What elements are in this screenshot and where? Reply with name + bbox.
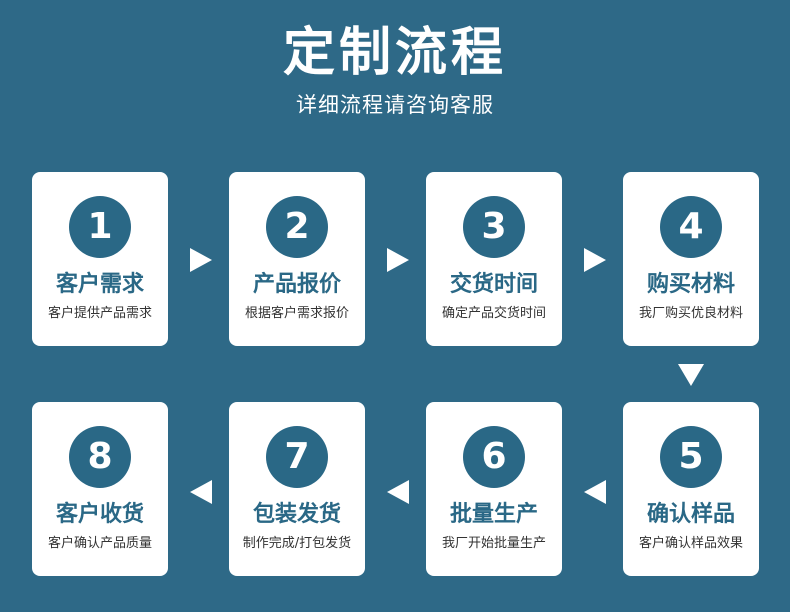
step-card-3: 3 交货时间 确定产品交货时间: [426, 172, 562, 346]
step-card-2: 2 产品报价 根据客户需求报价: [229, 172, 365, 346]
step-number-badge: 1: [69, 196, 131, 258]
step-title: 购买材料: [646, 272, 735, 297]
page-subtitle: 详细流程请咨询客服: [296, 93, 494, 117]
step-card-8: 8 客户收货 客户确认产品质量: [32, 402, 168, 576]
arrow-left-icon: [190, 480, 212, 504]
step-title: 包装发货: [252, 502, 341, 527]
arrow-right-icon: [387, 248, 409, 272]
step-description: 我厂购买优良材料: [638, 306, 743, 321]
step-card-4: 4 购买材料 我厂购买优良材料: [623, 172, 759, 346]
step-number-badge: 2: [266, 196, 328, 258]
step-description: 确定产品交货时间: [441, 306, 546, 321]
step-description: 客户确认样品效果: [638, 536, 743, 551]
step-card-1: 1 客户需求 客户提供产品需求: [32, 172, 168, 346]
step-number-badge: 8: [69, 426, 131, 488]
step-description: 根据客户需求报价: [244, 306, 349, 321]
step-card-6: 6 批量生产 我厂开始批量生产: [426, 402, 562, 576]
step-card-7: 7 包装发货 制作完成/打包发货: [229, 402, 365, 576]
arrow-left-icon: [387, 480, 409, 504]
step-number-badge: 3: [463, 196, 525, 258]
step-title: 确认样品: [646, 502, 735, 527]
step-description: 客户提供产品需求: [47, 306, 152, 321]
step-number-badge: 5: [660, 426, 722, 488]
arrow-right-icon: [190, 248, 212, 272]
step-description: 制作完成/打包发货: [242, 536, 352, 551]
step-title: 客户需求: [55, 272, 144, 297]
page-title: 定制流程: [282, 23, 507, 83]
step-number-badge: 4: [660, 196, 722, 258]
step-number-badge: 7: [266, 426, 328, 488]
step-description: 我厂开始批量生产: [441, 536, 546, 551]
arrow-left-icon: [584, 480, 606, 504]
step-title: 客户收货: [55, 502, 144, 527]
arrow-right-icon: [584, 248, 606, 272]
step-number-badge: 6: [463, 426, 525, 488]
step-title: 产品报价: [252, 272, 341, 297]
step-title: 交货时间: [449, 272, 538, 297]
arrow-down-icon: [678, 364, 704, 386]
step-card-5: 5 确认样品 客户确认样品效果: [623, 402, 759, 576]
step-title: 批量生产: [449, 502, 538, 527]
step-description: 客户确认产品质量: [47, 536, 152, 551]
